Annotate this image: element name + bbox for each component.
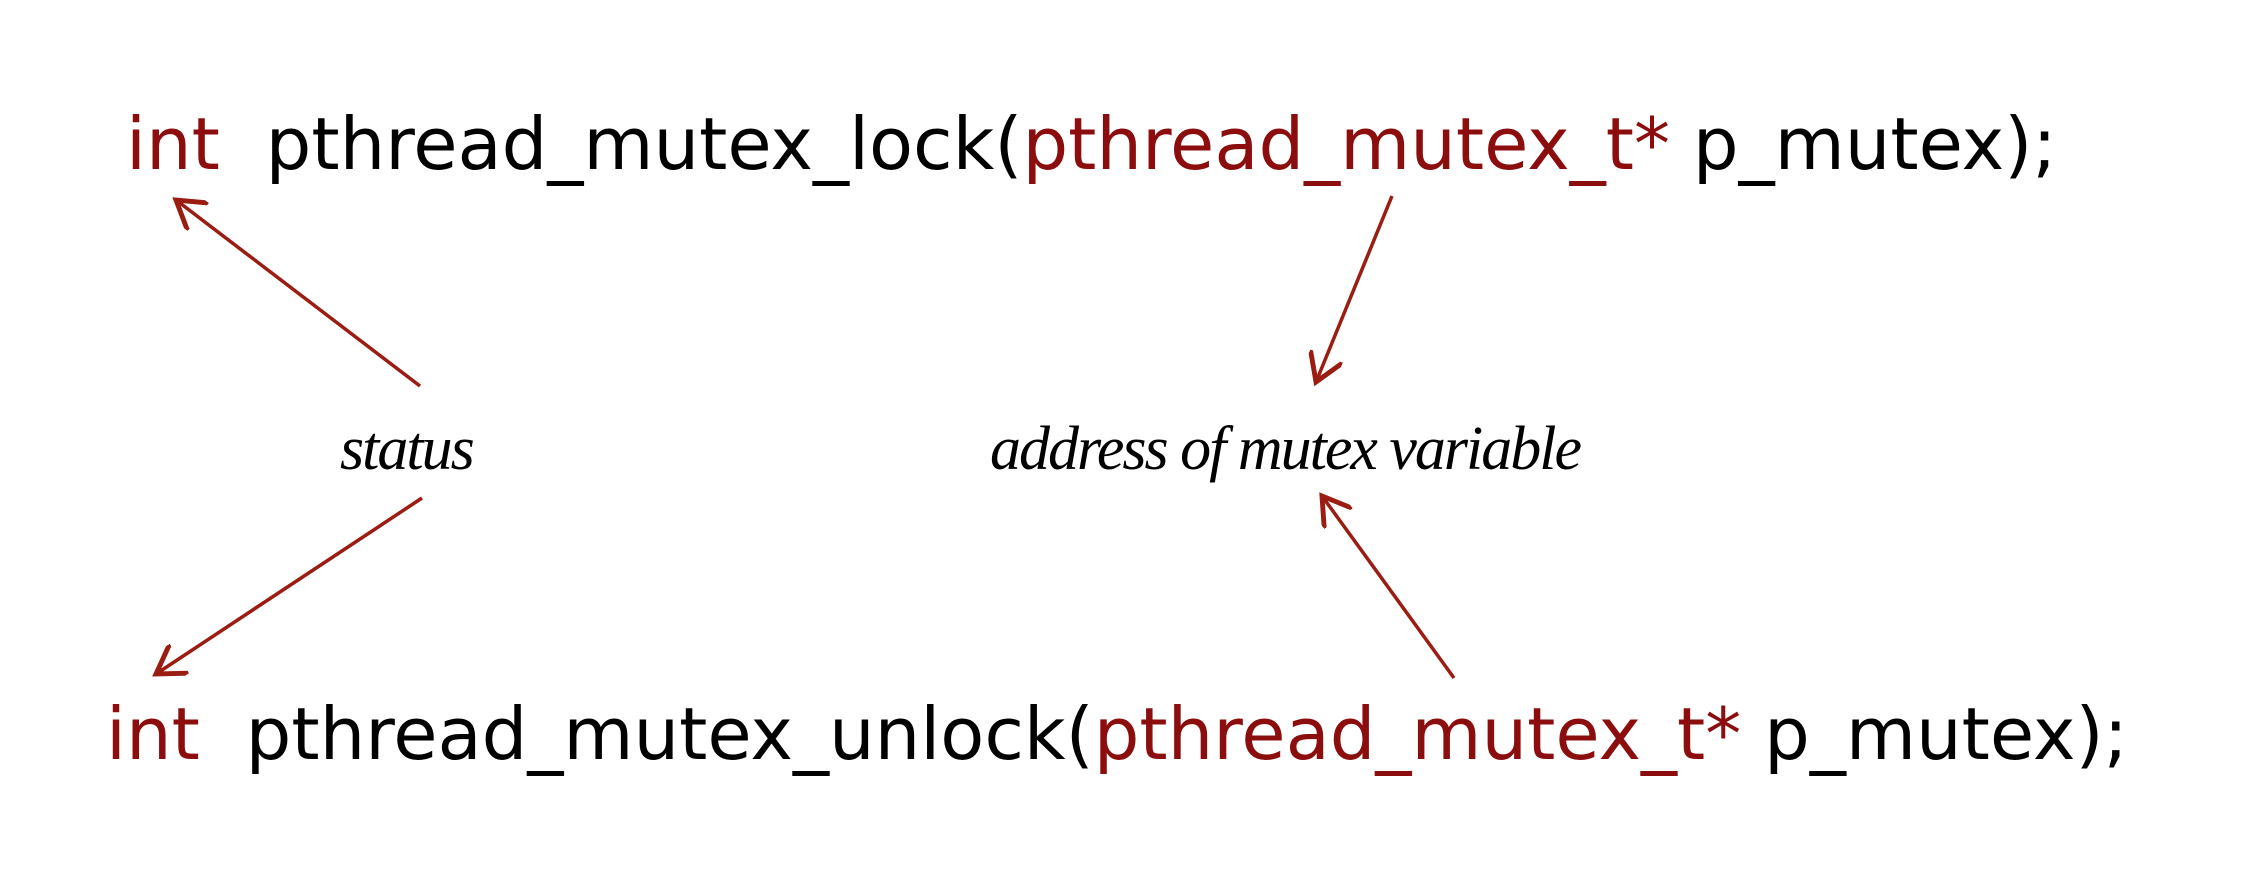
lock-function-name: pthread_mutex_lock( — [265, 102, 1023, 186]
unlock-return-type: int — [106, 692, 200, 776]
arrow-lock-param-to-address — [1316, 195, 1394, 382]
pthread-mutex-lock-signature: int pthread_mutex_lock(pthread_mutex_t* … — [126, 108, 2057, 180]
pthread-mutex-unlock-signature: int pthread_mutex_unlock(pthread_mutex_t… — [106, 698, 2128, 770]
unlock-function-name: pthread_mutex_unlock( — [245, 692, 1094, 776]
lock-param-type: pthread_mutex_t* — [1022, 102, 1671, 186]
unlock-param-rest: p_mutex); — [1741, 692, 2128, 776]
status-label: status — [340, 415, 475, 483]
lock-param-rest: p_mutex); — [1670, 102, 2057, 186]
lock-return-type: int — [126, 102, 220, 186]
unlock-param-type: pthread_mutex_t* — [1093, 692, 1742, 776]
arrow-status-to-lock-int — [176, 200, 422, 388]
arrow-unlock-param-to-address — [1322, 496, 1456, 680]
address-of-mutex-label: address of mutex variable — [990, 415, 1582, 483]
arrow-status-to-unlock-int — [156, 496, 423, 674]
